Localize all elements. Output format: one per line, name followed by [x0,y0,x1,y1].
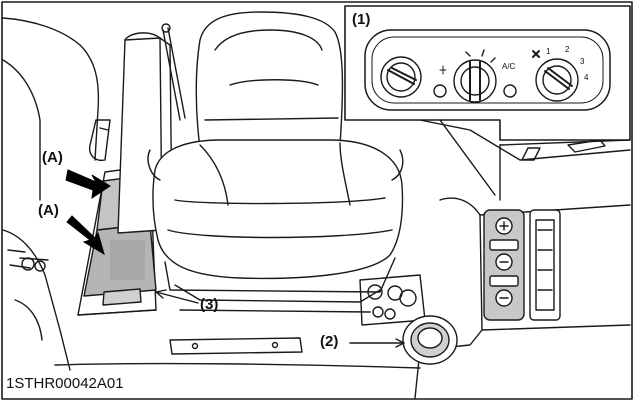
seat-back [195,11,344,149]
left-wall [2,17,100,371]
console-switch-panel [483,209,561,321]
fan-scale-4: 4 [584,73,589,82]
inset-ac-panel [344,5,631,141]
leader-mat-arrow [155,289,167,299]
callout-arrow-upper: (A) [42,149,63,166]
callout-inset: (1) [352,11,371,28]
fan-speed-knob [535,58,579,102]
arrow-icon [66,215,105,256]
light-icon [439,65,447,75]
floor-bracket [169,337,303,355]
fan-icon [532,50,540,58]
inset-leader [439,119,496,196]
floor-edge [54,362,421,369]
leader-mat [155,291,199,304]
seat-cushion [147,139,404,280]
left-lever-knobs [19,257,49,272]
callout-cup-holder: (2) [320,333,339,350]
arrow-icon [65,169,111,200]
floor-controls [359,274,426,326]
armrest [88,119,111,162]
fan-scale-1: 1 [546,47,551,56]
cup-holder [402,315,458,365]
fan-scale-2: 2 [565,45,570,54]
left-light-button [433,84,447,98]
ac-button [503,84,517,98]
figure-id: 1STHR00042A01 [6,375,124,392]
fan-scale-3: 3 [580,57,585,66]
ac-label: A/C [502,62,516,71]
temperature-knob [380,56,422,98]
leader-cup-arrow [395,338,405,348]
seat-lever-rod [161,23,186,121]
callout-arrow-lower: (A) [38,202,59,219]
callout-floor-mat: (3) [200,296,219,313]
mode-knob [453,49,497,103]
